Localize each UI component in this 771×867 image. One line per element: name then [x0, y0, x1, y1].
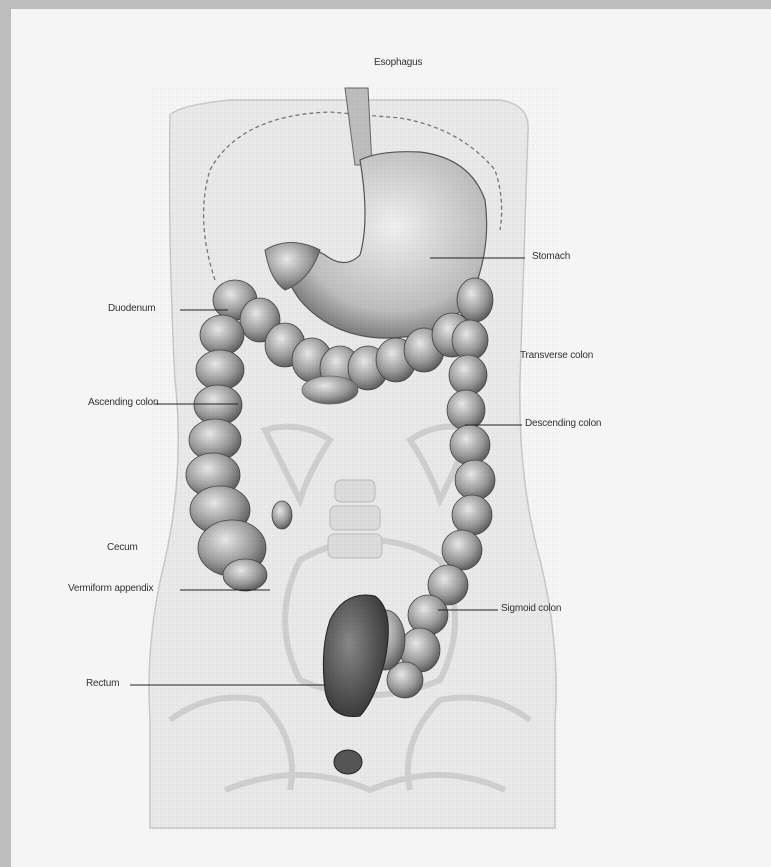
- label-esophagus: Esophagus: [374, 57, 422, 68]
- label-transverse-colon: Transverse colon: [520, 350, 593, 361]
- label-cecum: Cecum: [107, 542, 138, 553]
- texture: [150, 85, 560, 830]
- label-duodenum: Duodenum: [108, 303, 155, 314]
- label-ascending-colon: Ascending colon: [88, 397, 158, 408]
- label-stomach: Stomach: [532, 251, 570, 262]
- label-rectum: Rectum: [86, 678, 119, 689]
- label-descending-colon: Descending colon: [525, 418, 601, 429]
- label-appendix: Vermiform appendix: [68, 583, 153, 594]
- label-sigmoid-colon: Sigmoid colon: [501, 603, 561, 614]
